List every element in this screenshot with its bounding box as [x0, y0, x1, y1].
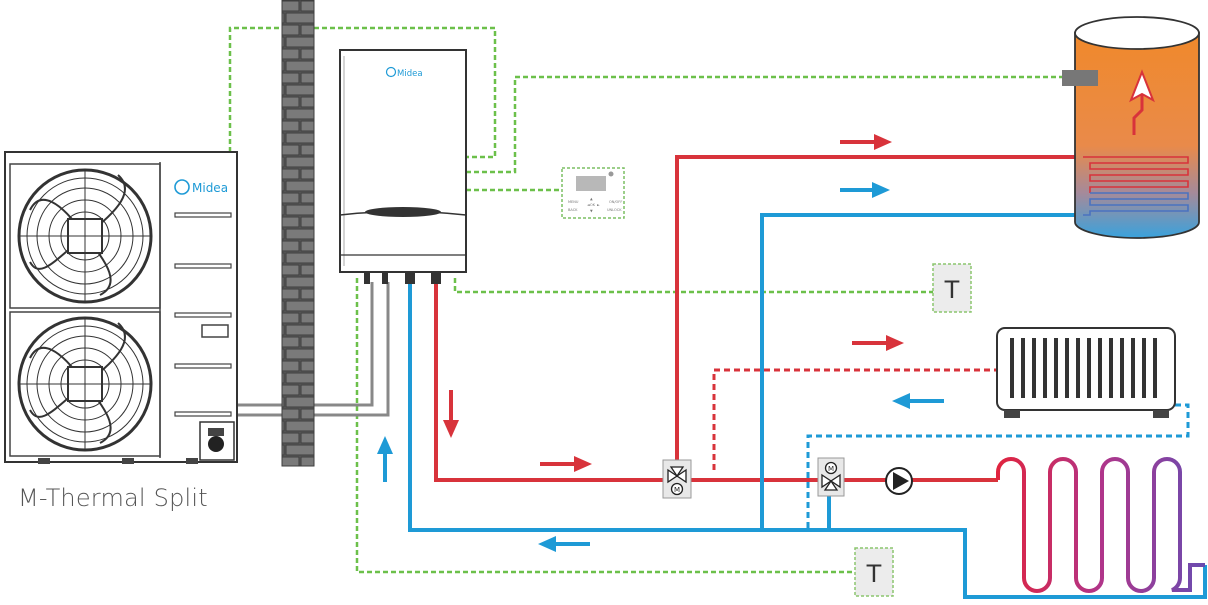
flow-arrow-icon: [840, 134, 892, 150]
outdoor-unit: Midea: [4, 151, 238, 464]
heat-rise-arrow-icon: [1129, 69, 1155, 135]
pipe-connectors: [364, 272, 441, 284]
svg-text:T: T: [866, 560, 882, 588]
flow-arrow-icon: [443, 390, 459, 438]
svg-text:◄: ◄: [587, 203, 590, 207]
service-valves: [199, 421, 235, 461]
svg-text:▼: ▼: [590, 209, 593, 213]
flow-arrows: [377, 134, 944, 552]
svg-text:MENU: MENU: [568, 200, 579, 204]
hot-supply-main: [434, 282, 665, 482]
cold-return-main: [408, 282, 1207, 599]
hot-water-tank: [1062, 16, 1200, 239]
circulation-pump-icon: [885, 467, 913, 495]
tank-heat-coil: [1083, 156, 1189, 216]
signal-line-indoor-to-thermostat-top: [453, 278, 933, 294]
midea-logo-outdoor: Midea: [174, 179, 228, 195]
three-way-valve-icon: M: [662, 459, 692, 499]
wired-controller: MENU ▲ ON/OFF BACK ◄ OK ► ▼ UNLOCK: [561, 167, 625, 219]
signal-line-outdoor-to-indoor: [228, 26, 497, 159]
indoor-hydro-unit: Midea: [339, 49, 467, 284]
fan-icon: [17, 168, 153, 304]
svg-text:M: M: [674, 486, 680, 494]
vent-slots: [174, 212, 232, 417]
three-way-valve-icon: M: [817, 457, 845, 497]
hot-to-radiator-dashed: [712, 368, 997, 470]
system-name-label: M-Thermal Split: [18, 484, 208, 512]
brick-wall: [281, 0, 315, 467]
svg-text:BACK: BACK: [568, 208, 578, 212]
cold-from-radiator-dashed: [806, 403, 1190, 530]
svg-text:UNLOCK: UNLOCK: [607, 208, 622, 212]
signal-wiring: [228, 26, 1062, 574]
svg-text:M: M: [828, 465, 834, 473]
flow-arrow-icon: [852, 335, 904, 351]
controller-keys: MENU ▲ ON/OFF BACK ◄ OK ► ▼ UNLOCK: [568, 197, 622, 213]
flow-arrow-icon: [540, 456, 592, 472]
svg-text:▲: ▲: [590, 197, 593, 201]
radiator: [996, 327, 1176, 418]
hot-to-tank-coil: [675, 155, 1188, 465]
tank-sensor: [1062, 70, 1098, 86]
flow-arrow-icon: [892, 393, 944, 409]
svg-text:Midea: Midea: [192, 181, 228, 195]
signal-line-indoor-to-thermostat-bottom: [355, 278, 855, 574]
room-thermostat-top: T: [932, 263, 972, 313]
room-thermostat-bottom: T: [854, 547, 894, 597]
svg-text:T: T: [944, 276, 960, 304]
svg-text:OK: OK: [590, 203, 596, 207]
svg-text:ON/OFF: ON/OFF: [609, 200, 622, 204]
flow-arrow-icon: [377, 436, 393, 482]
midea-logo-indoor: Midea: [385, 66, 423, 79]
fan-icon: [17, 316, 153, 452]
svg-text:►: ►: [597, 203, 600, 207]
hot-water-lines: [434, 155, 1188, 482]
signal-line-indoor-to-tank: [466, 75, 1062, 174]
cold-from-tank-coil: [760, 213, 1188, 530]
flow-arrow-icon: [538, 536, 590, 552]
outdoor-feet: [38, 458, 198, 464]
underfloor-heating-loop: [996, 457, 1205, 593]
cold-water-lines: [408, 213, 1207, 599]
svg-text:Midea: Midea: [397, 69, 423, 79]
flow-arrow-icon: [840, 182, 890, 198]
